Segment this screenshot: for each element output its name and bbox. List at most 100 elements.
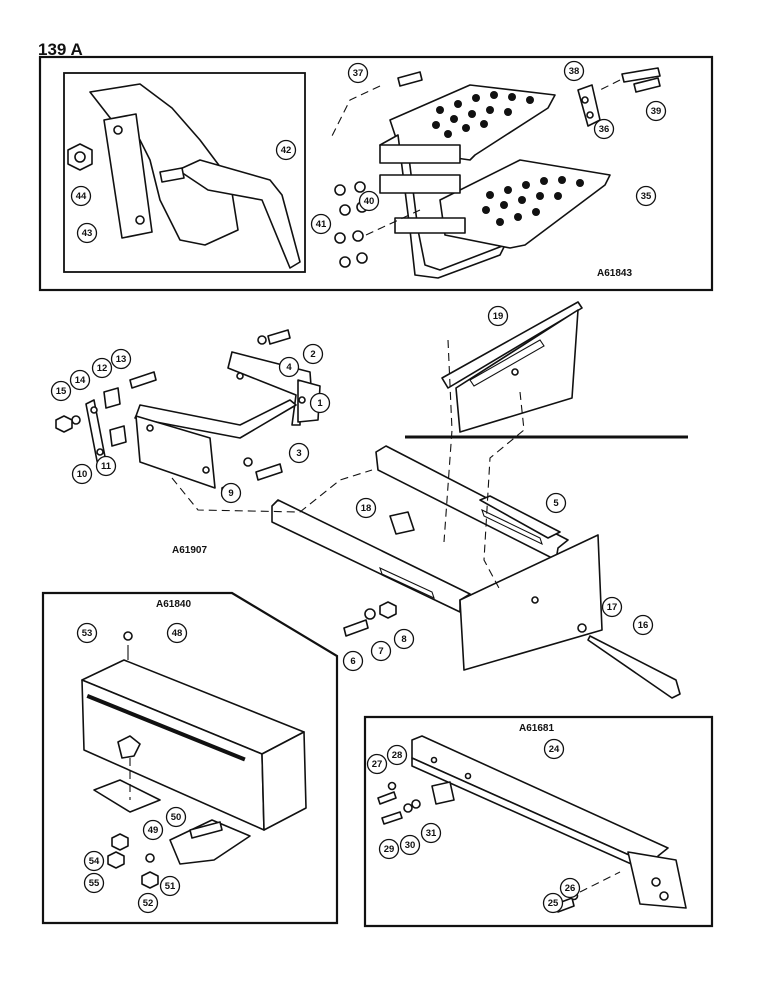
reference-code-top: A61843 [597,268,632,279]
svg-text:11: 11 [101,461,112,472]
top-panel-frame [38,55,714,292]
svg-text:44: 44 [76,191,87,202]
svg-text:43: 43 [82,228,93,239]
callout-30: 30 [399,834,421,856]
reference-code-bracket: A61681 [519,723,554,734]
callout-11: 11 [95,455,117,477]
callout-1: 1 [309,392,331,414]
svg-text:17: 17 [607,602,618,613]
svg-text:38: 38 [569,66,580,77]
callout-55: 55 [83,872,105,894]
callout-28: 28 [386,744,408,766]
callout-19: 19 [487,305,509,327]
callout-10: 10 [71,463,93,485]
svg-text:5: 5 [553,498,559,509]
svg-text:27: 27 [372,759,383,770]
callout-50: 50 [165,806,187,828]
svg-text:24: 24 [549,744,560,755]
svg-text:50: 50 [171,812,182,823]
svg-text:39: 39 [651,106,662,117]
svg-text:15: 15 [56,386,67,397]
inset-detail-drawing [67,83,301,269]
svg-text:19: 19 [493,311,504,322]
svg-text:9: 9 [228,488,233,499]
callout-37: 37 [347,62,369,84]
callout-9: 9 [220,482,242,504]
callout-44: 44 [70,185,92,207]
svg-text:29: 29 [384,844,395,855]
svg-text:28: 28 [392,750,403,761]
svg-text:42: 42 [281,145,292,156]
svg-text:14: 14 [75,375,86,386]
svg-text:7: 7 [378,646,383,657]
callout-29: 29 [378,838,400,860]
svg-text:54: 54 [89,856,100,867]
callout-51: 51 [159,875,181,897]
callout-43: 43 [76,222,98,244]
page-number: 139 A [38,40,83,59]
svg-text:6: 6 [350,656,355,667]
svg-text:12: 12 [97,363,108,374]
svg-text:53: 53 [82,628,93,639]
callout-52: 52 [137,892,159,914]
hitch-assembly-drawing [55,301,681,699]
callout-18: 18 [355,497,377,519]
svg-text:18: 18 [361,503,372,514]
callout-7: 7 [370,640,392,662]
svg-text:48: 48 [172,628,183,639]
callout-2: 2 [302,343,324,365]
svg-text:51: 51 [165,881,176,892]
callout-5: 5 [545,492,567,514]
svg-text:25: 25 [548,898,559,909]
bracket-panel-frame [363,715,714,928]
reference-code-middle: A61907 [172,545,207,556]
svg-text:4: 4 [286,362,292,373]
callout-13: 13 [110,348,132,370]
callout-40: 40 [358,190,380,212]
toolbox-panel-frame [41,591,339,925]
callout-53: 53 [76,622,98,644]
callout-26: 26 [559,877,581,899]
svg-text:30: 30 [405,840,416,851]
step-assembly-drawing [329,67,661,279]
reference-code-toolbox: A61840 [156,599,191,610]
svg-text:8: 8 [401,634,406,645]
callout-12: 12 [91,357,113,379]
callout-35: 35 [635,185,657,207]
svg-text:16: 16 [638,620,649,631]
svg-text:36: 36 [599,124,610,135]
callout-36: 36 [593,118,615,140]
svg-text:37: 37 [353,68,364,79]
detail-inset-frame [63,72,306,273]
callout-6: 6 [342,650,364,672]
svg-text:26: 26 [565,883,576,894]
svg-text:31: 31 [426,828,437,839]
callout-48: 48 [166,622,188,644]
svg-text:3: 3 [296,448,301,459]
callout-25: 25 [542,892,564,914]
callout-31: 31 [420,822,442,844]
svg-text:13: 13 [116,354,127,365]
callout-15: 15 [50,380,72,402]
callout-42: 42 [275,139,297,161]
callout-4: 4 [278,356,300,378]
toolbox-drawing [81,631,307,889]
svg-text:1: 1 [317,398,323,409]
callout-54: 54 [83,850,105,872]
svg-text:52: 52 [143,898,154,909]
svg-text:35: 35 [641,191,652,202]
callout-16: 16 [632,614,654,636]
callout-24: 24 [543,738,565,760]
callout-8: 8 [393,628,415,650]
svg-text:10: 10 [77,469,88,480]
svg-text:49: 49 [148,825,159,836]
svg-text:2: 2 [310,349,315,360]
svg-text:41: 41 [316,219,327,230]
callout-17: 17 [601,596,623,618]
svg-text:55: 55 [89,878,100,889]
callout-27: 27 [366,753,388,775]
callout-49: 49 [142,819,164,841]
callout-39: 39 [645,100,667,122]
bracket-drawing [377,735,687,913]
